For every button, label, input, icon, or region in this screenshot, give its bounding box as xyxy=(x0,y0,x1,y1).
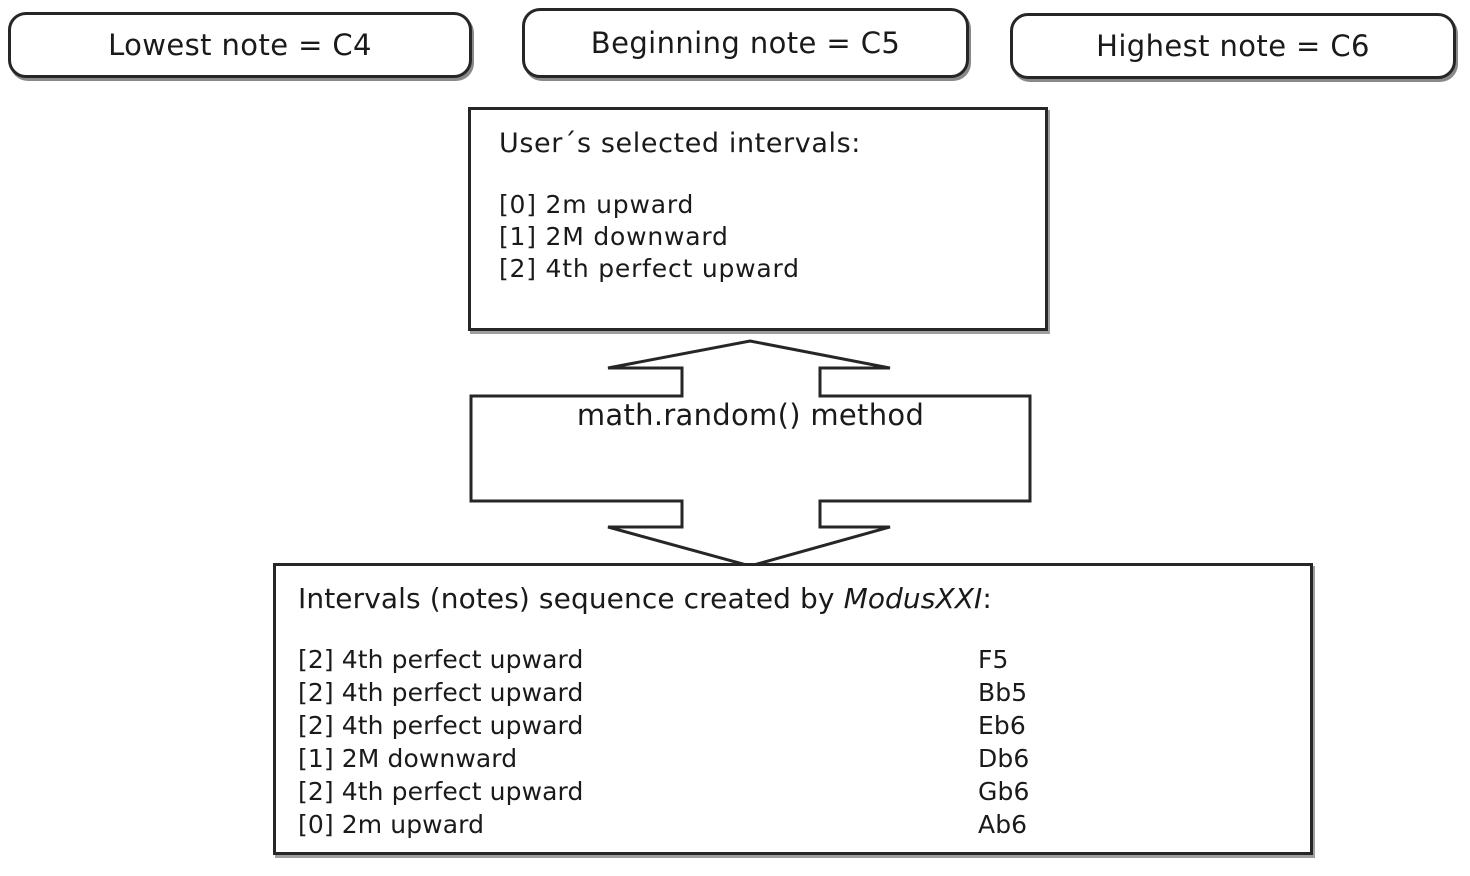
result-interval: [2] 4th perfect upward xyxy=(298,678,584,707)
results-title: Intervals (notes) sequence created by Mo… xyxy=(298,582,1310,615)
result-row: [2] 4th perfect upward Gb6 xyxy=(298,775,1310,808)
result-interval: [2] 4th perfect upward xyxy=(298,777,584,806)
result-row: [2] 4th perfect upward F5 xyxy=(298,643,1310,676)
results-title-suffix: : xyxy=(982,582,992,615)
result-note: Ab6 xyxy=(978,810,1028,839)
result-note: Gb6 xyxy=(978,777,1030,806)
result-note: F5 xyxy=(978,645,1009,674)
result-note: Db6 xyxy=(978,744,1030,773)
results-title-prefix: Intervals (notes) sequence created by xyxy=(298,582,844,615)
lowest-note-label: Lowest note = C4 xyxy=(108,28,372,62)
beginning-note-box: Beginning note = C5 xyxy=(522,8,969,78)
result-row: [2] 4th perfect upward Eb6 xyxy=(298,709,1310,742)
results-title-emphasis: ModusXXI xyxy=(843,582,983,615)
highest-note-label: Highest note = C6 xyxy=(1096,29,1370,63)
result-note: Bb5 xyxy=(978,678,1028,707)
results-panel: Intervals (notes) sequence created by Mo… xyxy=(273,563,1313,855)
random-method-label: math.random() method xyxy=(576,398,925,432)
selected-intervals-panel: User´s selected intervals: [0] 2m upward… xyxy=(468,107,1048,331)
result-row: [0] 2m upward Ab6 xyxy=(298,808,1310,841)
beginning-note-label: Beginning note = C5 xyxy=(590,26,901,60)
result-row: [1] 2M downward Db6 xyxy=(298,742,1310,775)
highest-note-box: Highest note = C6 xyxy=(1010,13,1456,79)
result-interval: [2] 4th perfect upward xyxy=(298,645,584,674)
result-interval: [0] 2m upward xyxy=(298,810,485,839)
result-interval: [2] 4th perfect upward xyxy=(298,711,584,740)
result-interval: [1] 2M downward xyxy=(298,744,518,773)
selected-interval-item: [2] 4th perfect upward xyxy=(499,254,800,283)
result-row: [2] 4th perfect upward Bb5 xyxy=(298,676,1310,709)
selected-intervals-title: User´s selected intervals: xyxy=(499,128,861,159)
lowest-note-box: Lowest note = C4 xyxy=(8,12,472,78)
selected-interval-item: [0] 2m upward xyxy=(499,190,695,219)
result-note: Eb6 xyxy=(978,711,1026,740)
selected-interval-item: [1] 2M downward xyxy=(499,222,729,251)
